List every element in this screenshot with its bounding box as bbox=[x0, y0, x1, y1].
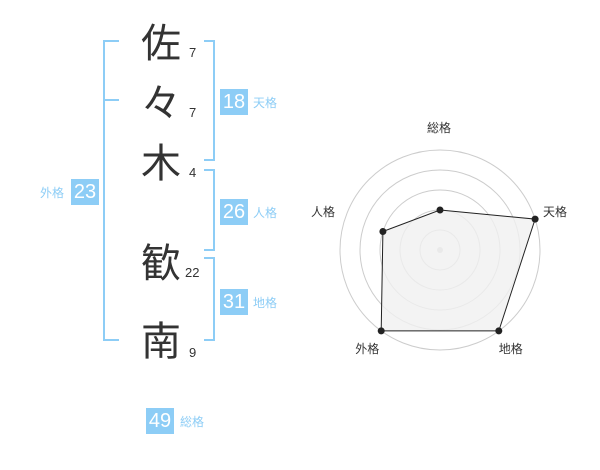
stroke-count-4: 22 bbox=[185, 265, 200, 280]
gaikaku-value-badge: 23 bbox=[71, 179, 99, 205]
stroke-count-2: 7 bbox=[189, 105, 197, 120]
name-char-4: 歓 bbox=[141, 241, 181, 287]
name-char-5: 南 bbox=[141, 319, 181, 365]
gaikaku-bracket bbox=[103, 40, 119, 341]
chikaku-label: 地格 bbox=[253, 296, 278, 310]
radar-point-gaikaku bbox=[377, 327, 385, 335]
radar-points bbox=[377, 206, 539, 335]
soukaku-label: 総格 bbox=[180, 415, 205, 429]
stroke-count-1: 7 bbox=[189, 45, 197, 60]
radar-axis-label-soukaku: 総格 bbox=[427, 121, 452, 135]
tenkaku-bracket bbox=[204, 40, 215, 161]
radar-point-chikaku bbox=[495, 327, 503, 335]
gaikaku-label: 外格 bbox=[40, 186, 65, 200]
radar-point-tenkaku bbox=[531, 215, 539, 223]
radar-axis-label-chikaku: 地格 bbox=[498, 341, 523, 356]
stroke-count-5: 9 bbox=[189, 345, 197, 360]
radar-axis-label-jinkaku: 人格 bbox=[310, 205, 335, 220]
soukaku-value-badge: 49 bbox=[146, 408, 174, 434]
radar-ring-5 bbox=[339, 149, 541, 351]
jinkaku-bracket bbox=[204, 169, 215, 251]
tenkaku-label: 天格 bbox=[253, 96, 278, 110]
radar-axis-label-gaikaku: 外格 bbox=[355, 341, 380, 356]
name-char-3: 木 bbox=[141, 141, 181, 187]
chikaku-value-badge: 31 bbox=[220, 289, 248, 315]
jinkaku-value-badge: 26 bbox=[220, 199, 248, 225]
chikaku-bracket bbox=[204, 257, 215, 341]
stroke-count-3: 4 bbox=[189, 165, 197, 180]
radar-polygon bbox=[380, 209, 536, 332]
name-char-1: 佐 bbox=[141, 21, 181, 67]
radar-point-jinkaku bbox=[379, 228, 387, 235]
jinkaku-label: 人格 bbox=[253, 206, 278, 220]
radar-point-soukaku bbox=[436, 206, 444, 214]
tenkaku-value-badge: 18 bbox=[220, 89, 248, 115]
name-char-2: 々 bbox=[141, 81, 181, 127]
radar-axis-label-tenkaku: 天格 bbox=[543, 205, 568, 220]
